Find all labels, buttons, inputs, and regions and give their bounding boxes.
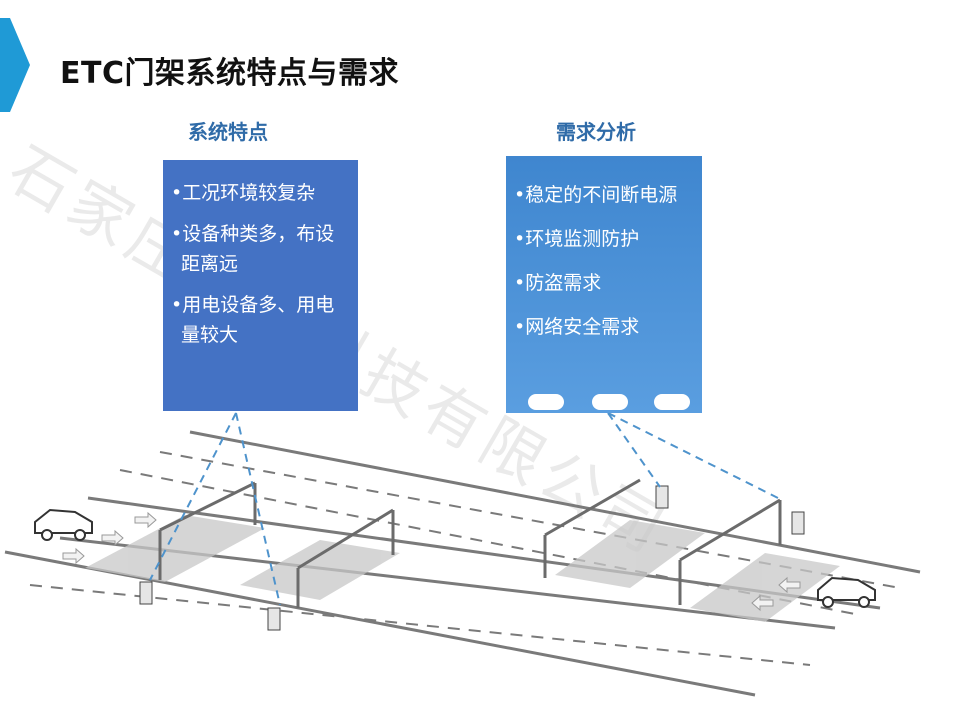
feature-item: •设备种类多，布设距离远	[171, 223, 335, 275]
page-title: ETC门架系统特点与需求	[60, 56, 399, 91]
requirements-box: •稳定的不间断电源 •环境监测防护 •防盗需求 •网络安全需求	[506, 156, 702, 413]
requirement-item: •防盗需求	[514, 272, 602, 294]
left-column-heading: 系统特点	[188, 120, 268, 144]
feature-item: •工况环境较复杂	[171, 182, 316, 204]
feature-item: •用电设备多、用电量较大	[171, 294, 335, 346]
connector-lines	[149, 412, 783, 606]
car-icon	[34, 508, 876, 608]
requirement-item: •网络安全需求	[514, 316, 640, 338]
pill-shape	[592, 394, 628, 410]
pill-shape	[654, 394, 690, 410]
features-box: •工况环境较复杂 •设备种类多，布设距离远 •用电设备多、用电量较大	[163, 160, 358, 411]
requirement-item: •环境监测防护	[514, 228, 640, 250]
gantry-zones	[85, 515, 840, 622]
pill-shape	[528, 394, 564, 410]
corner-tab-shape	[0, 18, 30, 112]
requirement-item: •稳定的不间断电源	[514, 184, 678, 206]
gantry-icon	[158, 478, 782, 608]
cabinet-icon	[139, 485, 805, 631]
lane-dashes	[29, 451, 901, 666]
right-column-heading: 需求分析	[556, 120, 636, 144]
arrow-icon	[62, 511, 801, 612]
